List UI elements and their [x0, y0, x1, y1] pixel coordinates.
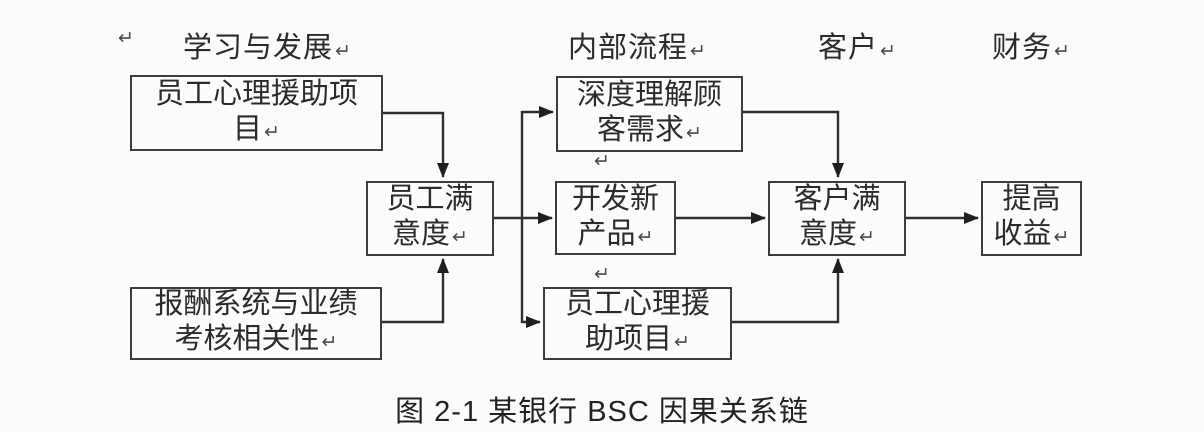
box-understand-customer-needs: 深度理解顾 客需求↵	[556, 76, 743, 152]
pilcrow-mark: ↵	[674, 332, 690, 353]
box-eap-program-bottom: 员工心理援 助项目↵	[543, 287, 732, 360]
pilcrow-mark: ↵	[1054, 41, 1071, 62]
pilcrow-mark: ↵	[594, 264, 610, 285]
pilcrow-mark: ↵	[264, 121, 280, 143]
box-eap-program-top: 员工心理援助项 目↵	[130, 75, 383, 151]
pilcrow-mark: ↵	[118, 28, 134, 49]
header-finance: 财务↵	[992, 24, 1071, 66]
header-label: 财务	[992, 32, 1053, 64]
figure-caption: 图 2-1 某银行 BSC 因果关系链	[395, 396, 809, 428]
pilcrow-mark: ↵	[452, 227, 468, 248]
pilcrow-mark: ↵	[335, 41, 352, 62]
box-label: 报酬系统与业绩 考核相关性	[154, 288, 358, 355]
box-increase-revenue: 提高 收益↵	[981, 181, 1082, 256]
pilcrow-mark: ↵	[690, 41, 707, 62]
pilcrow-mark: ↵	[880, 41, 897, 62]
header-internal-process: 内部流程↵	[568, 24, 707, 66]
box-employee-satisfaction: 员工满 意度↵	[366, 181, 494, 256]
box-label: 员工心理援 助项目	[564, 288, 710, 355]
pilcrow-mark: ↵	[1053, 227, 1070, 248]
edge-eap-top-to-employee-satisfaction	[383, 111, 449, 178]
pilcrow-mark: ↵	[686, 122, 702, 144]
edge-understand-customer-needs-to-customer-satisfaction	[743, 110, 844, 178]
header-label: 内部流程	[568, 32, 689, 64]
header-label: 客户	[818, 32, 879, 64]
box-label: 员工心理援助项 目	[154, 77, 358, 145]
box-label: 员工满 意度	[386, 183, 474, 250]
pilcrow-mark: ↵	[321, 332, 338, 353]
box-reward-performance-correlation: 报酬系统与业绩 考核相关性↵	[130, 287, 382, 360]
pilcrow-mark: ↵	[859, 227, 875, 248]
box-develop-new-products: 开发新 产品↵	[555, 181, 676, 255]
box-customer-satisfaction: 客户满 意度↵	[768, 181, 906, 256]
edge-eap-bottom-to-customer-satisfaction	[732, 258, 844, 324]
box-label: 开发新 产品	[571, 182, 659, 250]
header-customer: 客户↵	[818, 24, 897, 66]
header-learning-development: 学习与发展↵	[183, 24, 352, 66]
edge-reward-system-to-employee-satisfaction	[382, 258, 449, 324]
header-label: 学习与发展	[183, 32, 334, 64]
box-label: 提高 收益	[993, 183, 1061, 250]
box-label: 深度理解顾 客需求	[576, 78, 722, 146]
pilcrow-mark: ↵	[637, 226, 654, 248]
box-label: 客户满 意度	[793, 183, 881, 250]
pilcrow-mark: ↵	[594, 151, 610, 172]
